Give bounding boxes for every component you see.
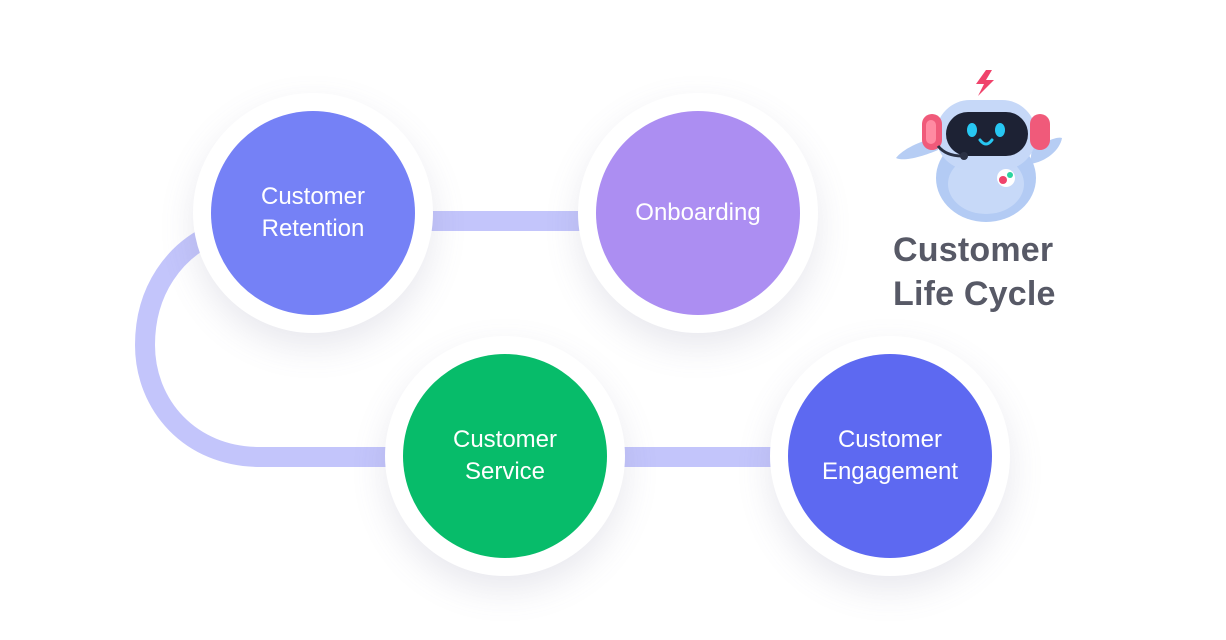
- node-service-label: Customer Service: [452, 426, 558, 485]
- node-retention-label: Customer Retention: [260, 183, 366, 242]
- connector-retention-service: [134, 223, 395, 467]
- node-service-circle: Customer Service: [403, 354, 607, 558]
- node-customer-engagement: Customer Engagement: [770, 336, 1010, 576]
- node-retention-circle: Customer Retention: [211, 111, 415, 315]
- node-customer-service: Customer Service: [385, 336, 625, 576]
- node-onboarding-circle: Onboarding: [596, 111, 800, 315]
- robot-mascot-icon: [896, 70, 1062, 222]
- node-onboarding-label: Onboarding: [635, 199, 761, 226]
- node-onboarding: Onboarding: [578, 93, 818, 333]
- node-engagement-circle: Customer Engagement: [788, 354, 992, 558]
- lightning-bolt-icon: [976, 70, 994, 96]
- diagram-title: Customer Life Cycle: [893, 231, 1056, 313]
- node-customer-retention: Customer Retention: [193, 93, 433, 333]
- node-engagement-label: Customer Engagement: [821, 426, 959, 485]
